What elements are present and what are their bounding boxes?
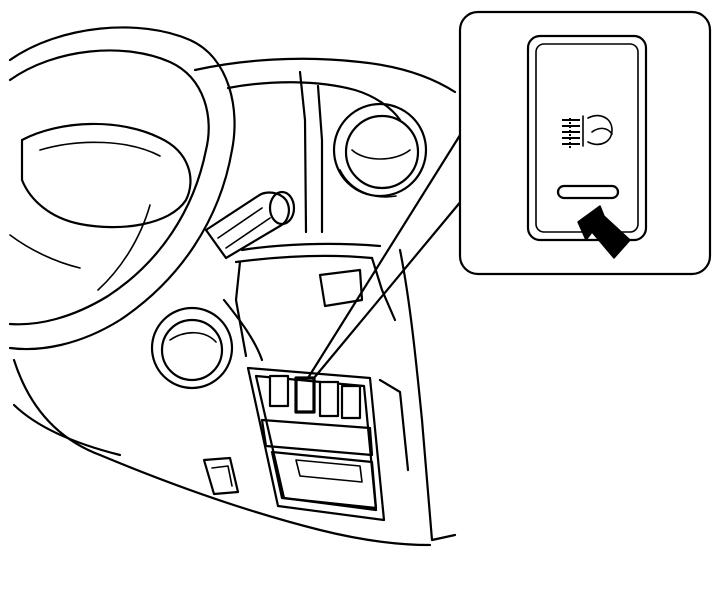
steering-wheel: [8, 26, 236, 351]
switch-3[interactable]: [318, 380, 340, 418]
switch-4[interactable]: [340, 384, 362, 420]
switch-enlarged: [526, 34, 648, 242]
switch-1[interactable]: [268, 374, 290, 408]
wiper-lever: [204, 190, 296, 260]
press-arrow: [577, 205, 631, 259]
air-vent-left: [150, 306, 234, 390]
fog-light-icon: [562, 114, 613, 148]
air-vent-right: [332, 102, 428, 198]
bracket: [202, 456, 240, 496]
fog-light-switch[interactable]: [294, 376, 316, 414]
indicator-light: [556, 184, 620, 200]
switch-panel: [246, 366, 386, 522]
leader-lines: [306, 130, 464, 380]
dashboard: [12, 57, 457, 547]
callout-box: [458, 10, 712, 276]
